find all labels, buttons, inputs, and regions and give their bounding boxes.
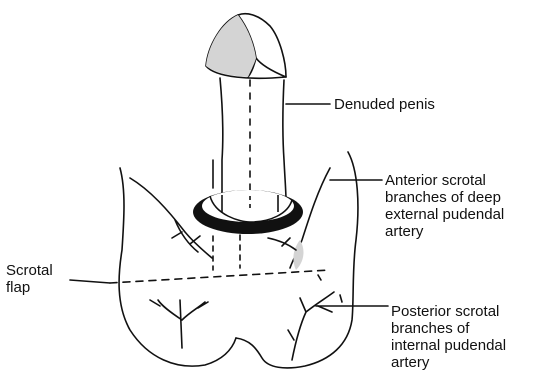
right-posterior-vessels — [288, 292, 334, 360]
flap-leader — [70, 280, 110, 283]
right-anterior-branch — [268, 238, 296, 250]
left-posterior-vessels — [150, 300, 208, 348]
skin-fleck-1 — [340, 295, 342, 302]
left-anterior-branch — [172, 220, 200, 252]
right-anterior-shading — [293, 240, 303, 270]
penile-base-ring — [193, 190, 303, 234]
penis-shaft — [213, 78, 286, 200]
label-scrotal-flap: Scrotal flap — [6, 262, 53, 296]
label-anterior-scrotal-branches: Anterior scrotal branches of deep extern… — [385, 172, 504, 240]
glans-shading — [206, 15, 256, 77]
scrotal-incision — [110, 270, 330, 283]
skin-fleck-2 — [318, 275, 321, 280]
label-posterior-scrotal-branches: Posterior scrotal branches of internal p… — [391, 303, 506, 371]
label-denuded-penis: Denuded penis — [334, 96, 435, 113]
